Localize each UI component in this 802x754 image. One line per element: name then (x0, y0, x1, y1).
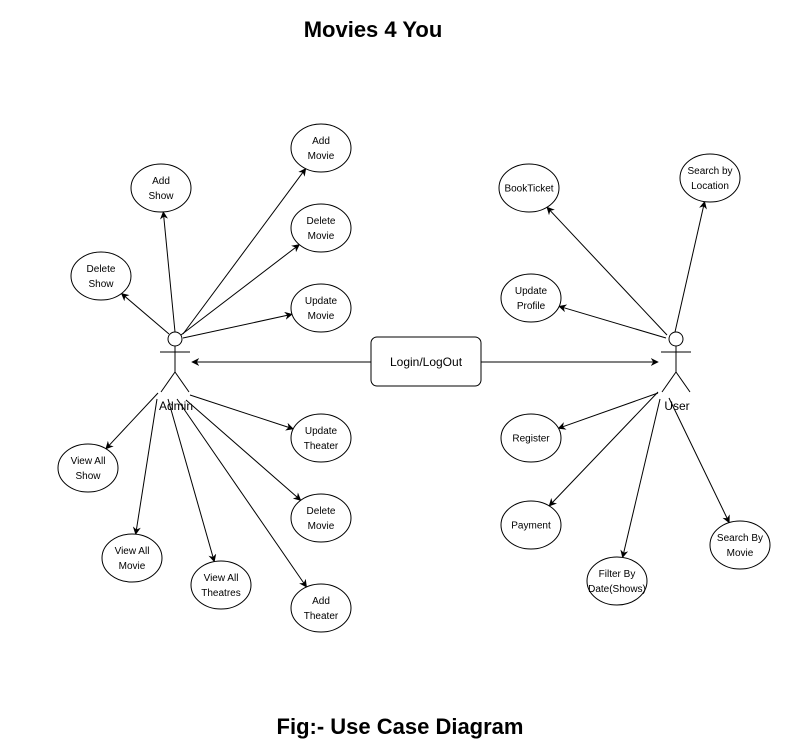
admin-case-update-movie-ellipse (290, 283, 352, 333)
user-actor (661, 331, 691, 393)
admin-case-update-theater-ellipse (290, 413, 352, 463)
admin-case-update-movie-label-line: Movie (308, 311, 335, 322)
user-case-payment-ellipse (500, 500, 562, 550)
admin-case-delete-movie-label-line: Delete (307, 506, 336, 517)
user-case-bookticket-label-line: BookTicket (504, 184, 553, 195)
admin-case-view-all-theatres-label-line: Theatres (201, 588, 240, 599)
admin-case-add-movie-label-line: Movie (308, 151, 335, 162)
user-actor-label: User (664, 399, 689, 413)
admin-case-delete-show-label-line: Delete (87, 264, 116, 275)
admin-case-view-all-show-label-line: View All (71, 456, 106, 467)
admin-case-view-all-theatres-arrow (167, 398, 217, 563)
diagram-caption: Fig:- Use Case Diagram (277, 714, 524, 739)
user-case-search-by-location-arrow (674, 200, 707, 333)
admin-case-add-movie-arrow (182, 167, 307, 335)
admin-case-add-show-label-line: Show (148, 191, 174, 202)
admin-case-update-theater-arrow (189, 394, 294, 431)
user-case-search-by-location-label-line: Location (691, 181, 729, 192)
user-case-update-profile-arrow (558, 304, 667, 339)
admin-case-view-all-movie-arrow (132, 398, 158, 535)
admin-case-delete-movie-ellipse (290, 203, 352, 253)
admin-case-delete-movie-label-line: Delete (307, 216, 336, 227)
login-logout-box: Login/LogOut (370, 336, 482, 387)
user-case-update-profile-label-line: Profile (517, 301, 546, 312)
admin-actor (160, 331, 190, 393)
user-case-register-label: Register (512, 434, 550, 445)
admin-case-add-theater-label-line: Add (312, 596, 330, 607)
admin-case-delete-show-arrow (120, 292, 170, 335)
admin-case-add-show-ellipse (130, 163, 192, 213)
admin-case-view-all-show-ellipse (57, 443, 119, 493)
admin-case-view-all-movie-label-line: Movie (119, 561, 146, 572)
user-case-register-arrow (557, 392, 659, 430)
admin-case-delete-movie-label-line: Movie (308, 521, 335, 532)
user-case-search-by-movie-label: Search By Movie (717, 533, 763, 559)
admin-case-add-theater-arrow (176, 398, 307, 588)
admin-case-view-all-movie-ellipse (101, 533, 163, 583)
user-case-search-by-location-label-line: Search by (687, 166, 732, 177)
admin-case-add-theater-label-line: Theater (304, 611, 339, 622)
admin-case-update-movie-arrow (182, 311, 293, 339)
admin-case-view-all-theatres-label-line: View All (204, 573, 239, 584)
admin-case-add-show-arrow (160, 211, 176, 333)
user-case-payment-label-line: Payment (511, 521, 551, 532)
user-case-filter-by-date-shows-label-line: Date(Shows) (588, 584, 646, 595)
user-case-payment-arrow (548, 391, 659, 507)
admin-case-delete-movie-arrow (180, 244, 300, 336)
user-case-search-by-location-label: Search by Location (687, 166, 732, 192)
user-case-search-by-movie-arrow (668, 397, 730, 524)
user-case-update-profile-ellipse (500, 273, 562, 323)
user-case-search-by-movie-ellipse (709, 520, 771, 570)
user-case-bookticket-arrow (546, 206, 668, 336)
admin-case-add-show-label-line: Add (152, 176, 170, 187)
admin-case-delete-show-label-line: Show (88, 279, 114, 290)
user-case-filter-by-date-shows-arrow (620, 398, 661, 559)
admin-case-delete-show-ellipse (70, 251, 132, 301)
admin-case-view-all-show-arrow (105, 392, 159, 450)
diagram-title: Movies 4 You (304, 17, 443, 42)
user-case-register-ellipse (500, 413, 562, 463)
user-case-filter-by-date-shows-label: Filter By Date(Shows) (588, 569, 646, 595)
user-case-update-profile-label-line: Update (515, 286, 548, 297)
admin-case-delete-movie-label-line: Movie (308, 231, 335, 242)
user-case-search-by-movie-label-line: Movie (727, 548, 754, 559)
login-logout-label: Login/LogOut (390, 355, 463, 369)
user-case-bookticket-label: BookTicket (504, 184, 553, 195)
admin-case-view-all-movie-label-line: View All (115, 546, 150, 557)
admin-case-update-theater-label-line: Update (305, 426, 338, 437)
user-case-search-by-location-ellipse (679, 153, 741, 203)
admin-case-view-all-theatres-ellipse (190, 560, 252, 610)
user-case-payment-label: Payment (511, 521, 551, 532)
user-case-filter-by-date-shows-label-line: Filter By (599, 569, 636, 580)
admin-case-view-all-show-label-line: Show (75, 471, 101, 482)
admin-case-add-movie-ellipse (290, 123, 352, 173)
admin-case-delete-movie-ellipse (290, 493, 352, 543)
admin-case-update-theater-label-line: Theater (304, 441, 339, 452)
admin-case-add-movie-label-line: Add (312, 136, 330, 147)
user-case-filter-by-date-shows-ellipse (586, 556, 648, 606)
admin-case-update-movie-label-line: Update (305, 296, 338, 307)
user-case-search-by-movie-label-line: Search By (717, 533, 763, 544)
admin-case-delete-movie-arrow (185, 399, 302, 501)
user-case-register-label-line: Register (512, 434, 550, 445)
admin-case-add-theater-ellipse (290, 583, 352, 633)
user-case-bookticket-ellipse (498, 163, 560, 213)
